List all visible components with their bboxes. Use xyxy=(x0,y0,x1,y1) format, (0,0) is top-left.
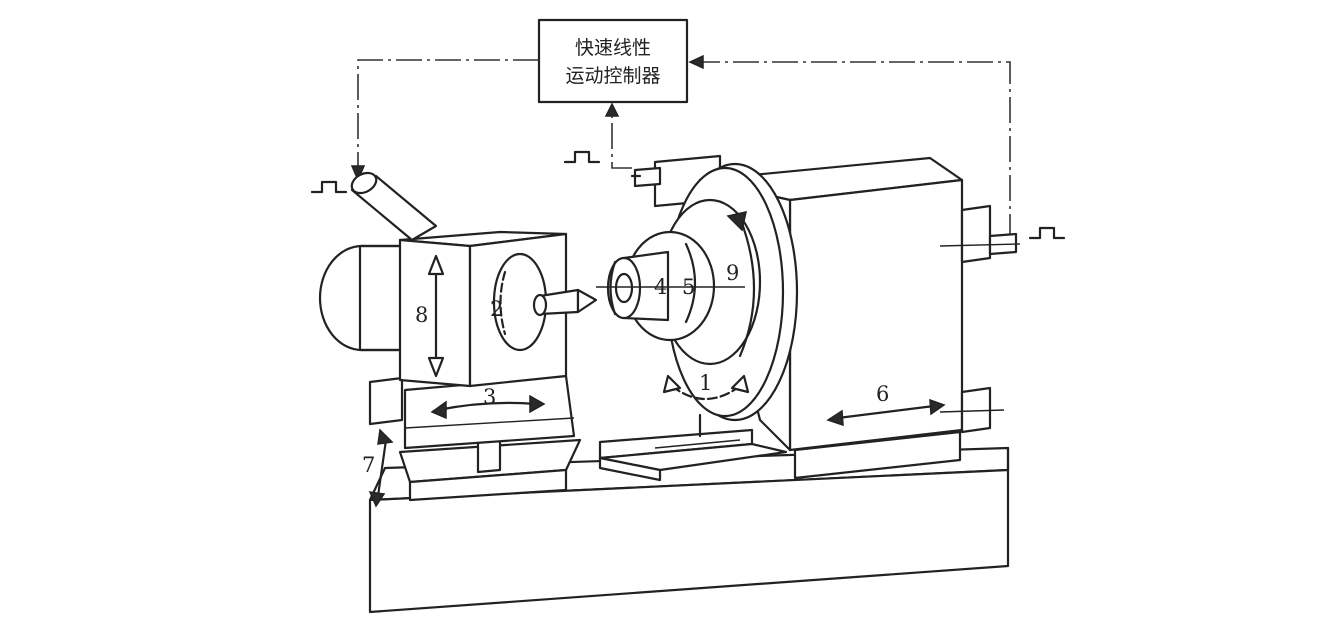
pulse-symbols xyxy=(310,150,1066,240)
label-6: 6 xyxy=(876,382,889,406)
number-labels: 1 2 3 4 5 6 7 8 9 xyxy=(362,261,889,477)
signal-line-left xyxy=(357,59,539,172)
label-2: 2 xyxy=(490,297,503,321)
headstock-assembly xyxy=(596,154,1021,482)
signal-lines xyxy=(350,54,1011,240)
label-1: 1 xyxy=(699,371,712,395)
signal-arrow-right xyxy=(688,54,704,70)
probe-assembly xyxy=(318,171,598,508)
label-7: 7 xyxy=(362,453,375,477)
signal-arrow-middle xyxy=(604,102,620,117)
probe-tip xyxy=(576,288,598,314)
base-front-face xyxy=(368,468,1010,614)
spindle-sensor xyxy=(633,166,662,188)
pulse-icon-middle xyxy=(563,150,601,164)
label-8: 8 xyxy=(415,303,428,327)
label-3: 3 xyxy=(483,385,496,409)
signal-arrow-left xyxy=(350,165,366,182)
pulse-icon-left xyxy=(310,180,348,194)
signal-line-middle xyxy=(611,114,632,169)
label-4: 4 xyxy=(654,275,667,299)
pulse-icon-right xyxy=(1028,226,1066,240)
controller: 快速线性 运动控制器 xyxy=(537,18,689,104)
controller-label-line1: 快速线性 xyxy=(575,37,651,59)
label-9: 9 xyxy=(726,261,739,285)
controller-label-line2: 运动控制器 xyxy=(565,65,660,87)
signal-line-right xyxy=(700,61,1011,240)
controller-box xyxy=(537,18,689,104)
label-5: 5 xyxy=(682,275,695,299)
